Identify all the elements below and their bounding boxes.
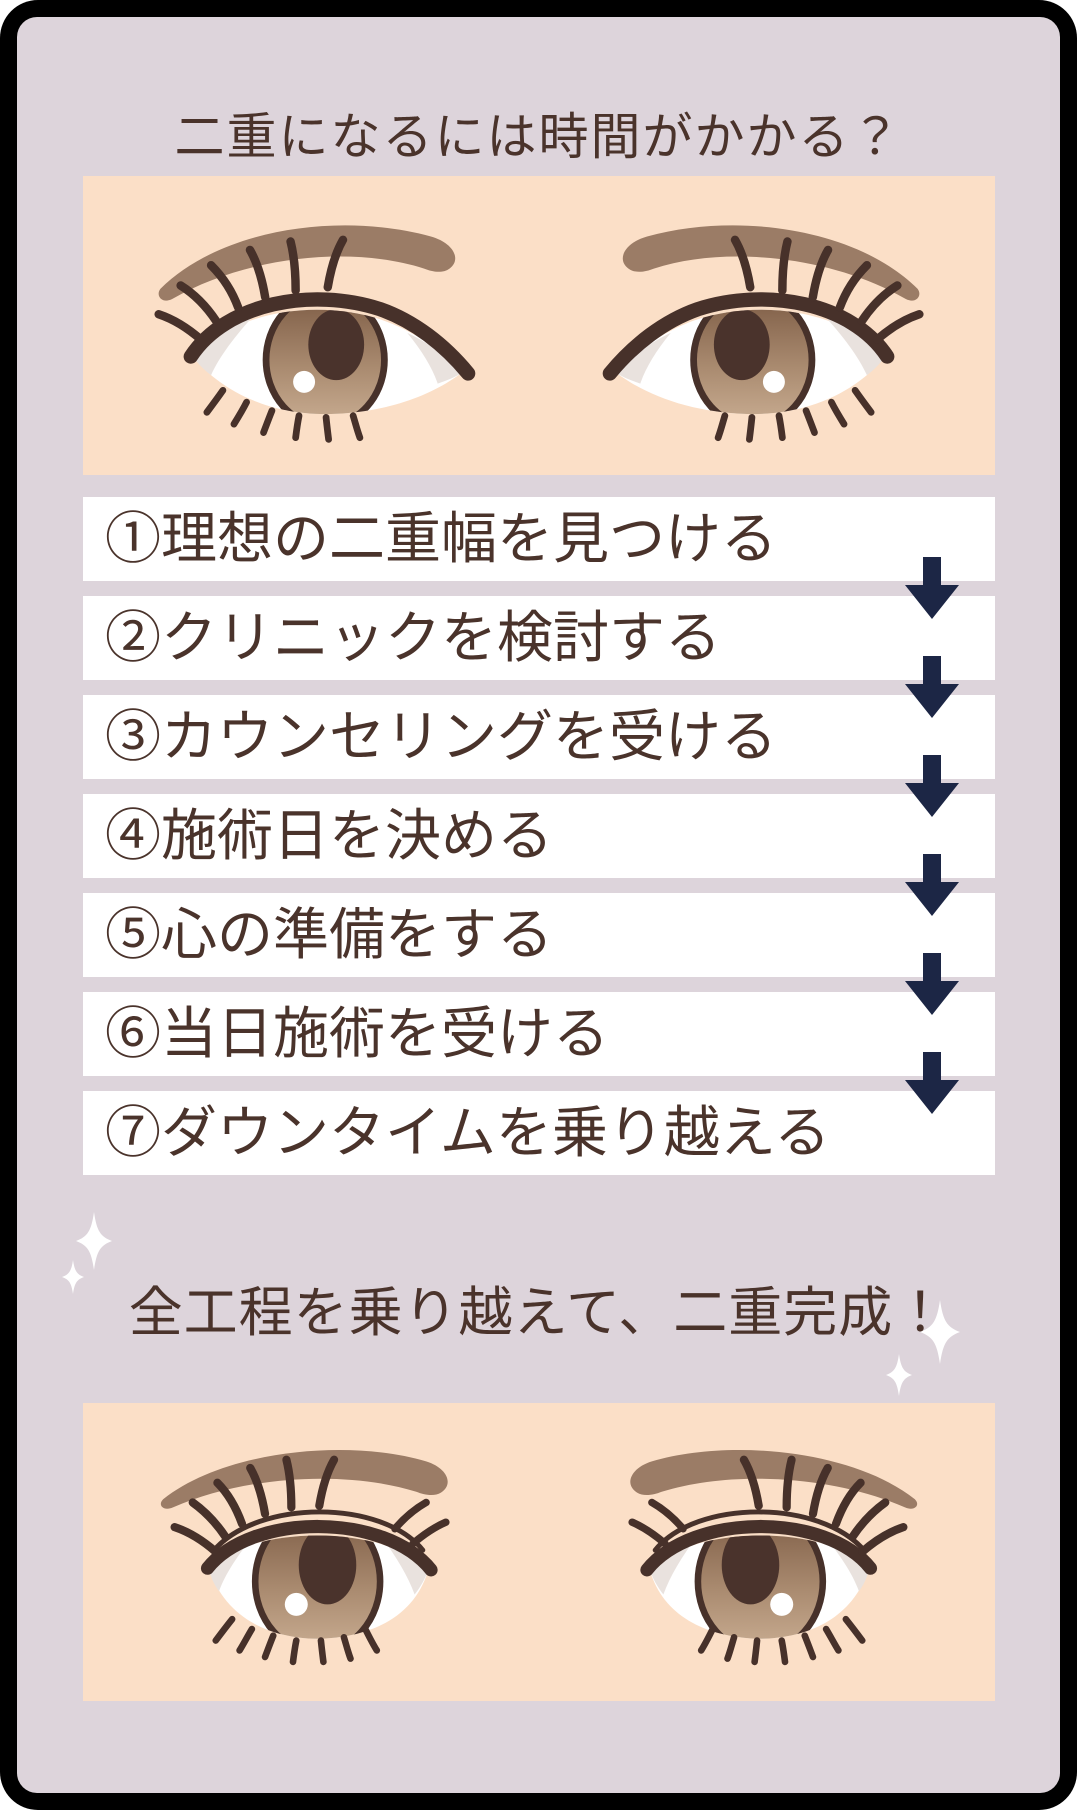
step-item-2: ②クリニックを検討する [83,596,995,680]
sparkle-icon [886,1354,912,1396]
before-eyes-panel [83,176,995,475]
down-arrow-icon [905,755,959,817]
infographic-background: 二重になるには時間がかかる？ ①理想の二重幅を見つける ②クリニックを検討する … [17,17,1060,1793]
sparkle-icon [920,1300,960,1364]
completion-message: 全工程を乗り越えて、二重完成！ [128,1283,949,1343]
single-eyelid-eye-left-illustration [135,194,507,448]
down-arrow-icon [905,854,959,916]
down-arrow-icon [905,1052,959,1114]
page-title: 二重になるには時間がかかる？ [174,109,903,165]
double-eyelid-eye-right-illustration [581,1417,943,1680]
step-item-6: ⑥当日施術を受ける [83,992,995,1076]
step-item-4: ④施術日を決める [83,794,995,878]
single-eyelid-eye-right-illustration [571,194,943,448]
step-item-1: ①理想の二重幅を見つける [83,497,995,581]
down-arrow-icon [905,656,959,718]
step-item-3: ③カウンセリングを受ける [83,695,995,779]
double-eyelid-eye-left-illustration [135,1417,497,1680]
step-item-5: ⑤心の準備をする [83,893,995,977]
down-arrow-icon [905,557,959,619]
after-eyes-panel [83,1403,995,1701]
step-item-7: ⑦ダウンタイムを乗り越える [83,1091,995,1175]
down-arrow-icon [905,953,959,1015]
